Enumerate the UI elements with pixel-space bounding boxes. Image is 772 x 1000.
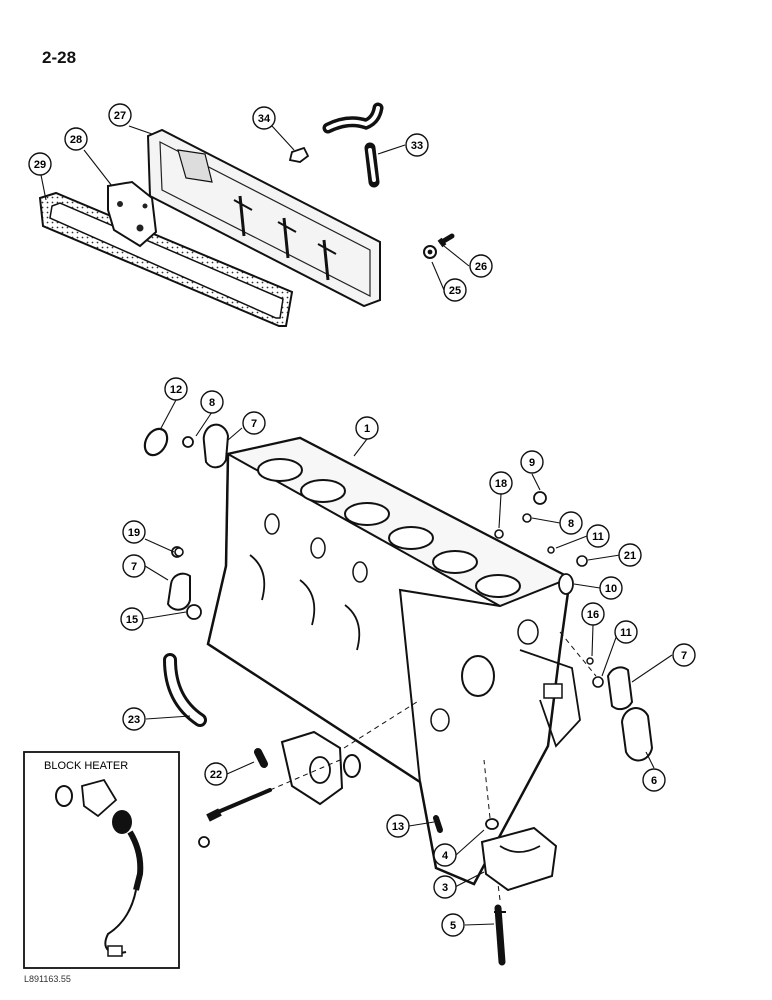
svg-text:33: 33 (411, 140, 423, 152)
callout-4: 4 (433, 843, 457, 867)
svg-text:5: 5 (450, 920, 456, 932)
callout-21: 21 (618, 543, 642, 567)
left-plugs (143, 423, 230, 620)
svg-text:11: 11 (620, 627, 632, 639)
svg-text:29: 29 (34, 159, 46, 171)
svg-text:3: 3 (442, 882, 448, 894)
callout-10: 10 (599, 576, 623, 600)
svg-text:8: 8 (568, 518, 574, 530)
svg-text:16: 16 (587, 609, 599, 621)
small-fittings (174, 547, 443, 833)
svg-text:25: 25 (449, 285, 461, 297)
callout-16: 16 (581, 602, 605, 626)
svg-text:13: 13 (392, 821, 404, 833)
svg-text:18: 18 (495, 478, 507, 490)
svg-text:12: 12 (170, 384, 182, 396)
callout-33: 33 (405, 133, 429, 157)
callout-23: 23 (122, 707, 146, 731)
svg-text:7: 7 (681, 650, 687, 662)
callout-1: 1 (355, 416, 379, 440)
callout-9: 9 (520, 450, 544, 474)
svg-text:7: 7 (131, 561, 137, 573)
callout-29: 29 (28, 152, 52, 176)
assembly-lines (269, 631, 597, 901)
nut-bolt-part (423, 233, 455, 259)
svg-text:8: 8 (209, 397, 215, 409)
leader-lines (40, 125, 673, 926)
callout-7: 7 (122, 554, 146, 578)
gasket-part (38, 191, 294, 327)
right-plugs (494, 491, 654, 762)
callout-12: 12 (164, 377, 188, 401)
callout-7: 7 (242, 411, 266, 435)
callout-11: 11 (614, 620, 638, 644)
svg-text:21: 21 (624, 550, 636, 562)
svg-text:19: 19 (128, 527, 140, 539)
hose-part (322, 102, 384, 188)
svg-text:4: 4 (442, 850, 449, 862)
callout-13: 13 (386, 814, 410, 838)
heater-housing-part (198, 730, 361, 848)
svg-text:27: 27 (114, 110, 126, 122)
callout-25: 25 (443, 278, 467, 302)
callout-6: 6 (642, 768, 666, 792)
clip-part (288, 146, 310, 163)
callout-3: 3 (433, 875, 457, 899)
svg-text:11: 11 (592, 531, 604, 543)
page-number: 2-28 (42, 48, 77, 67)
callout-34: 34 (252, 106, 276, 130)
callout-15: 15 (120, 607, 144, 631)
svg-text:34: 34 (258, 113, 271, 125)
callouts: 1 3 4 5 6 7 7 7 8 8 9 10 11 11 12 13 15 … (28, 103, 696, 937)
svg-text:10: 10 (605, 583, 617, 595)
svg-text:28: 28 (70, 134, 82, 146)
svg-text:22: 22 (210, 769, 222, 781)
callout-5: 5 (441, 913, 465, 937)
callout-28: 28 (64, 127, 88, 151)
callout-7: 7 (672, 643, 696, 667)
callout-8: 8 (559, 511, 583, 535)
svg-text:9: 9 (529, 457, 535, 469)
callout-27: 27 (108, 103, 132, 127)
side-cover-part (146, 128, 381, 308)
bearing-cap-assembly (480, 818, 558, 966)
callout-22: 22 (204, 762, 228, 786)
svg-text:6: 6 (651, 775, 657, 787)
inset-title: BLOCK HEATER (44, 760, 128, 772)
callout-19: 19 (122, 520, 146, 544)
engine-block-part (206, 436, 581, 886)
callout-11: 11 (586, 524, 610, 548)
svg-text:23: 23 (128, 714, 140, 726)
svg-text:1: 1 (364, 423, 370, 435)
block-heater-inset: BLOCK HEATER (23, 751, 180, 969)
svg-text:15: 15 (126, 614, 138, 626)
svg-text:26: 26 (475, 261, 487, 273)
callout-8: 8 (200, 390, 224, 414)
curved-hose-part (163, 653, 207, 727)
svg-text:7: 7 (251, 418, 257, 430)
figure-id: L891163.55 (24, 974, 71, 984)
cover-plate-part (107, 180, 158, 248)
callout-26: 26 (469, 254, 493, 278)
callout-18: 18 (489, 471, 513, 495)
